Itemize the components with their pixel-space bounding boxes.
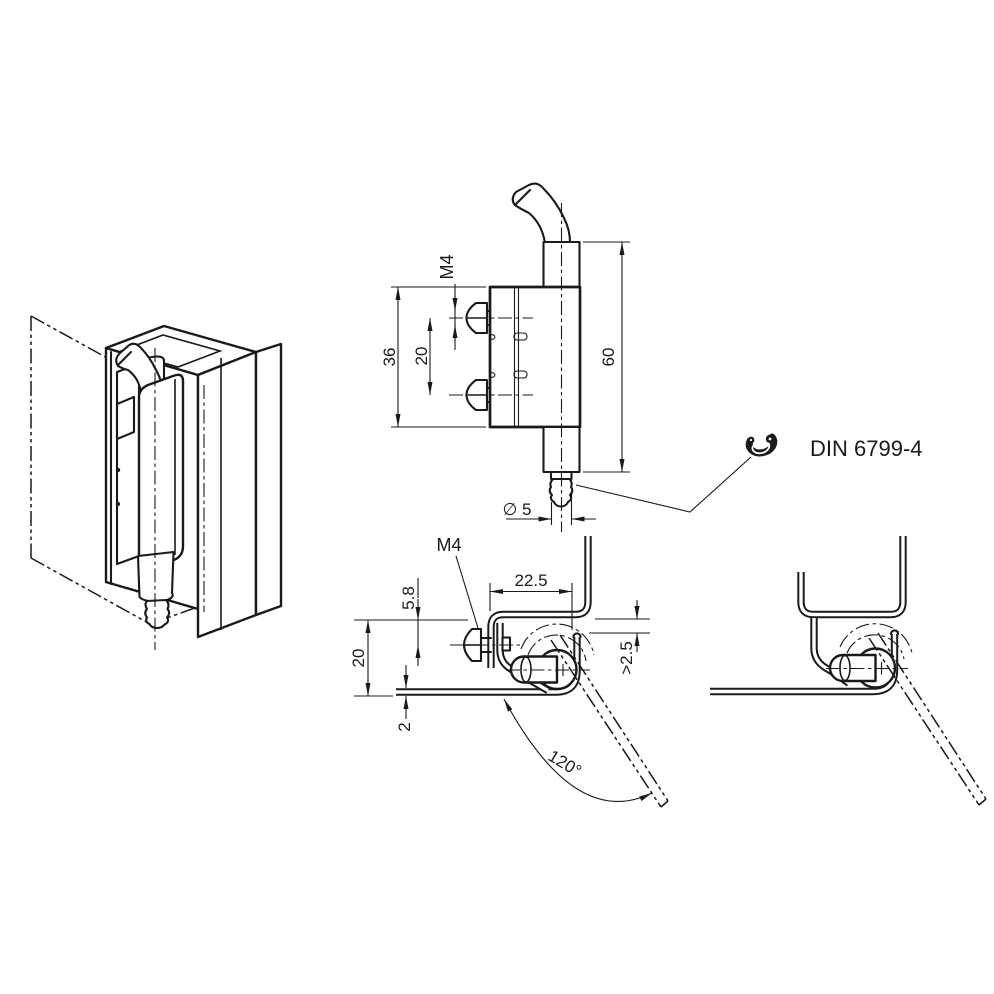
weld-mark — [489, 372, 496, 378]
retaining-ring-callout: DIN 6799-4 — [575, 433, 923, 513]
extension-lines — [589, 618, 650, 634]
retaining-ring-icon — [745, 433, 778, 457]
dim-text-door-offset: 22.5 — [514, 571, 547, 590]
dim-text-pin-diameter: ∅ 5 — [503, 500, 532, 519]
dim-text-frame-depth: 20 — [349, 649, 368, 668]
dim-text-hole-spacing: 20 — [412, 347, 431, 366]
hinge-body — [137, 373, 185, 573]
front-view: 36 20 60 M4 ∅ 5 — [380, 182, 630, 532]
lever-tip-cap — [116, 350, 133, 367]
dim-text-overall-height: 60 — [599, 348, 618, 367]
label-thread-m4: M4 — [437, 254, 457, 279]
extension-lines — [391, 241, 630, 525]
frame-channel-section — [797, 536, 907, 619]
screw-hole-mark — [115, 467, 121, 473]
weld-mark — [489, 334, 496, 340]
door-flange-end-cap — [572, 632, 582, 639]
leader-line — [455, 555, 479, 629]
phantom-door-end-cap — [978, 798, 987, 806]
frame-return-flange — [254, 342, 283, 617]
phantom-door-bottom-edge — [30, 557, 151, 625]
hinge-body — [488, 285, 582, 429]
body-slot — [513, 332, 528, 341]
dim-text-clearance: >2.5 — [617, 641, 636, 675]
label-retaining-ring: DIN 6799-4 — [810, 436, 923, 461]
dim-text-sheet-thickness: 2 — [395, 722, 414, 731]
swing-arc — [839, 623, 913, 654]
label-thread-m4: M4 — [436, 535, 461, 555]
isometric-view — [30, 315, 283, 650]
phantom-open-door — [868, 637, 980, 806]
hinge-lever — [511, 182, 572, 245]
screw-hole-mark — [115, 501, 121, 507]
frame-web-face — [196, 350, 258, 639]
body-slot — [513, 370, 528, 379]
angle-arc-120 — [503, 698, 653, 802]
hinge-lower-cylinder — [136, 550, 175, 603]
phantom-open-door — [877, 632, 987, 800]
leader-line — [575, 456, 752, 513]
phantom-door-end-cap — [660, 800, 669, 808]
extension-lines — [489, 583, 573, 630]
swing-arc — [520, 623, 595, 656]
section-view-plain — [710, 536, 987, 806]
hinge-pin-tip — [144, 598, 171, 630]
dim-text-screw-offset: 5.8 — [399, 586, 418, 610]
swing-arc — [846, 634, 905, 660]
section-view-dimensioned: M4 22.5 5.8 20 2 >2.5 120° — [349, 535, 669, 808]
swing-arc — [527, 634, 587, 662]
lever-tip-cap — [513, 188, 532, 207]
dim-text-opening-angle: 120° — [545, 746, 585, 780]
dim-text-plate-height: 36 — [380, 348, 399, 367]
body-edge-lines — [513, 288, 520, 426]
hinge-plate-hook — [115, 395, 136, 441]
hinge-mounting-plate — [115, 362, 141, 566]
door-flange-end-cap — [889, 629, 900, 636]
